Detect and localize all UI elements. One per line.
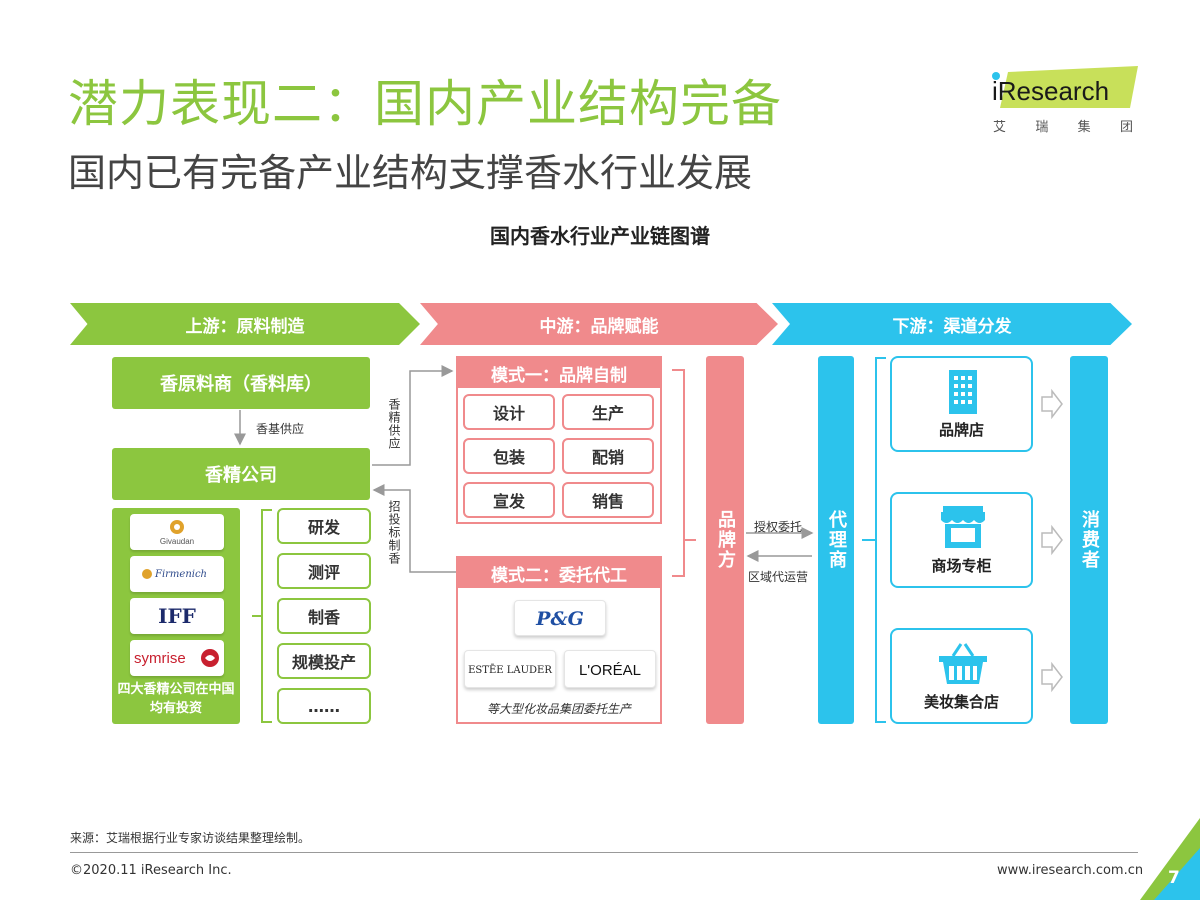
brand-owner-label: 品牌方 (715, 510, 736, 570)
mode1-title: 模式一：品牌自制 (458, 358, 660, 388)
iresearch-logo: iResearch 艾 瑞 集 团 (990, 64, 1140, 135)
stage-upstream: 上游：原料制造 (70, 303, 420, 345)
channel-beauty-store-label: 美妆集合店 (923, 693, 999, 711)
capability-mass-production: 规模投产 (277, 643, 371, 679)
investor-logo-panel: Givaudan Firmenich IFF symrise 四大香精公司在中国… (112, 508, 240, 724)
givaudan-text: Givaudan (160, 537, 194, 546)
estee-lauder-text: ESTĒE LAUDER (468, 664, 552, 676)
iff-text: IFF (158, 604, 196, 628)
logo-cn-char: 团 (1119, 120, 1133, 135)
pg-text: P&G (535, 608, 584, 630)
logo-cn-char: 瑞 (1035, 120, 1049, 135)
agent-bar: 代理商 (818, 356, 854, 724)
page-number: 7 (1168, 868, 1180, 888)
agent-label: 代理商 (826, 510, 847, 570)
symrise-logo: symrise (130, 640, 224, 676)
authorize-label: 授权委托 (754, 520, 803, 534)
mode1-box: 模式一：品牌自制 设计 生产 包装 配销 宣发 销售 (456, 356, 662, 524)
shop-icon (941, 506, 985, 548)
mode2-note: 等大型化妆品集团委托生产 (486, 702, 631, 716)
channel-mall-counter-label: 商场专柜 (931, 557, 992, 575)
stage-downstream: 下游：渠道分发 (772, 303, 1132, 345)
tender-label: 招投标制香 (387, 500, 401, 565)
basket-icon (939, 643, 987, 684)
logo-cn-text: 艾 瑞 集 团 (993, 116, 1133, 135)
brand-owner-bar: 品牌方 (706, 356, 744, 724)
footer-divider (70, 852, 1138, 853)
estee-lauder-logo: ESTĒE LAUDER (464, 650, 556, 688)
loreal-logo: L'ORÉAL (564, 650, 656, 688)
fragrance-supply-label: 香精供应 (387, 398, 401, 450)
mode1-design: 设计 (463, 394, 555, 430)
capability-rd: 研发 (277, 508, 371, 544)
mode1-promotion: 宣发 (463, 482, 555, 518)
consumer-label: 消费者 (1079, 510, 1100, 570)
channel-beauty-store: 美妆集合店 (890, 628, 1033, 724)
stage-midstream: 中游：品牌赋能 (420, 303, 778, 345)
logo-cn-char: 艾 (993, 120, 1007, 135)
channel-mall-counter: 商场专柜 (890, 492, 1033, 588)
source-note: 来源：艾瑞根据行业专家访谈结果整理绘制。 (70, 831, 311, 845)
raw-material-supplier-box: 香原料商（香料库） (112, 357, 370, 409)
capability-more: …… (277, 688, 371, 724)
page-subtitle: 国内已有完备产业结构支撑香水行业发展 (68, 151, 753, 195)
logo-cn-char: 集 (1077, 120, 1091, 135)
website-url: www.iresearch.com.cn (997, 863, 1144, 878)
mode2-box: 模式二：委托代工 P&G ESTĒE LAUDER L'ORÉAL 等大型化妆品… (456, 556, 662, 724)
mode1-packaging: 包装 (463, 438, 555, 474)
mode1-sales: 销售 (562, 482, 654, 518)
consumer-bar: 消费者 (1070, 356, 1108, 724)
mode2-title: 模式二：委托代工 (458, 558, 660, 588)
firmenich-text: Firmenich (154, 569, 207, 580)
givaudan-logo: Givaudan (130, 514, 224, 550)
fragrance-company-box: 香精公司 (112, 448, 370, 500)
capability-fragrance-making: 制香 (277, 598, 371, 634)
iresearch-logo-mark: iResearch (992, 66, 1138, 108)
iff-logo: IFF (130, 598, 224, 634)
mode1-distribution: 配销 (562, 438, 654, 474)
copyright: ©2020.11 iResearch Inc. (70, 863, 232, 878)
page-title: 潜力表现二：国内产业结构完备 (68, 75, 782, 133)
channel-brand-store-label: 品牌店 (938, 421, 984, 439)
regional-operation-label: 区域代运营 (748, 570, 809, 584)
building-icon (949, 370, 977, 414)
corner-decoration (1140, 818, 1200, 900)
loreal-text: L'ORÉAL (579, 662, 641, 679)
diagram-title: 国内香水行业产业链图谱 (490, 224, 710, 248)
channel-brand-store: 品牌店 (890, 356, 1033, 452)
flavor-supply-label: 香基供应 (256, 422, 305, 436)
logo-brand-text: iResearch (992, 76, 1109, 106)
capability-evaluation: 测评 (277, 553, 371, 589)
pg-logo: P&G (514, 600, 606, 636)
investors-note: 四大香精公司在中国均有投资 (117, 682, 235, 716)
firmenich-logo: Firmenich (130, 556, 224, 592)
mode1-production: 生产 (562, 394, 654, 430)
symrise-text: symrise (134, 650, 186, 667)
